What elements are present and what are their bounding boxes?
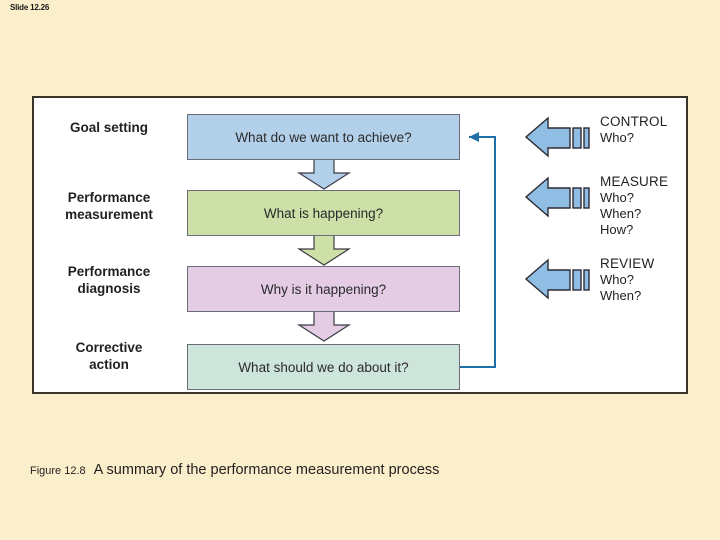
prompt-group-review: REVIEW Who? When? bbox=[524, 256, 654, 304]
slide-number: Slide 12.26 bbox=[10, 3, 50, 12]
left-arrow-icon bbox=[524, 258, 592, 300]
prompt-question: When? bbox=[600, 288, 642, 304]
prompt-question: Who? bbox=[600, 272, 634, 288]
flow-box-goal-setting: What do we want to achieve? bbox=[187, 114, 460, 160]
prompt-title: MEASURE bbox=[600, 174, 669, 189]
flow-box-corrective-action: What should we do about it? bbox=[187, 344, 460, 390]
down-arrow-1 bbox=[295, 155, 353, 190]
prompt-question: When? bbox=[600, 206, 642, 222]
prompt-title: REVIEW bbox=[600, 256, 655, 271]
prompt-title: CONTROL bbox=[600, 114, 668, 129]
figure-title: A summary of the performance measurement… bbox=[93, 462, 440, 478]
down-arrow-3 bbox=[295, 307, 353, 342]
flow-box-performance-measurement: What is happening? bbox=[187, 190, 460, 236]
process-flow-column: What do we want to achieve? What is happ… bbox=[187, 98, 496, 392]
flow-box-label: What do we want to achieve? bbox=[235, 129, 412, 145]
prompt-question: Who? bbox=[600, 130, 634, 146]
left-arrow-icon bbox=[524, 176, 592, 218]
question-prompt-column: CONTROL Who? MEASURE Who? When? How? bbox=[524, 98, 720, 392]
prompt-question: Who? bbox=[600, 190, 634, 206]
feedback-loop-arrow bbox=[455, 108, 525, 388]
flow-box-label: Why is it happening? bbox=[260, 281, 387, 297]
stage-label-goal-setting: Goal setting bbox=[69, 120, 148, 135]
figure-number: Figure 12.8 bbox=[30, 465, 86, 477]
left-arrow-icon bbox=[524, 116, 592, 158]
flow-box-performance-diagnosis: Why is it happening? bbox=[187, 266, 460, 312]
prompt-group-control: CONTROL Who? bbox=[524, 114, 667, 158]
down-arrow-2 bbox=[295, 231, 353, 266]
flow-box-label: What should we do about it? bbox=[238, 359, 409, 375]
figure-caption: Figure 12.8 A summary of the performance… bbox=[30, 462, 439, 478]
prompt-group-measure: MEASURE Who? When? How? bbox=[524, 174, 668, 238]
flow-box-label: What is happening? bbox=[263, 205, 384, 221]
prompt-question: How? bbox=[600, 222, 634, 238]
